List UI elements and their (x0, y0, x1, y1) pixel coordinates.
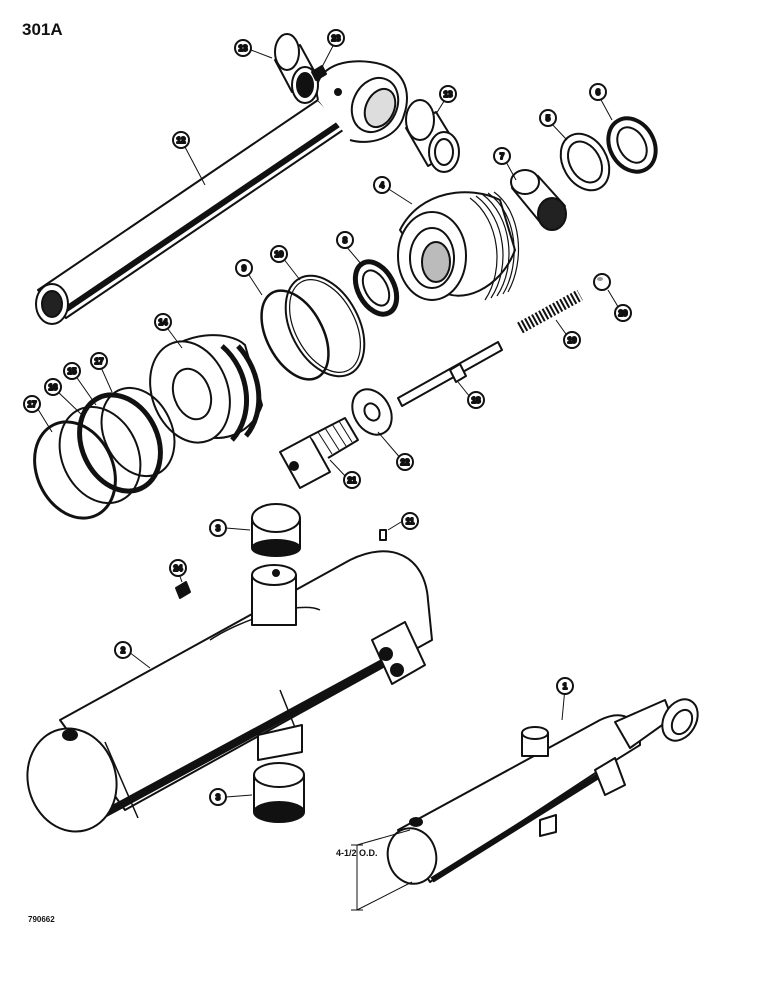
callout-11: 11 (401, 512, 419, 530)
callout-1: 1 (556, 677, 574, 695)
svg-text:24: 24 (174, 564, 183, 573)
svg-text:1: 1 (563, 682, 568, 691)
callout-5: 5 (539, 109, 557, 127)
callout-8: 8 (336, 231, 354, 249)
bushing (253, 762, 305, 823)
piston-seal-set (33, 386, 176, 520)
callout-18: 18 (467, 391, 485, 409)
svg-text:5: 5 (546, 114, 551, 123)
callout-22: 22 (396, 453, 414, 471)
bushing (251, 503, 301, 557)
svg-text:15: 15 (68, 367, 77, 376)
callout-2: 2 (114, 641, 132, 659)
gland (397, 191, 519, 301)
svg-text:4: 4 (380, 181, 385, 190)
callout-6: 6 (589, 83, 607, 101)
bleeder-screw (379, 529, 387, 541)
grease-fitting (175, 581, 191, 599)
spring (517, 289, 583, 334)
wiper-seal (510, 169, 567, 231)
cylinder-barrel (26, 550, 433, 833)
svg-text:13: 13 (444, 90, 453, 99)
svg-text:2: 2 (121, 646, 126, 655)
od-dimension-line (351, 829, 413, 911)
callout-9: 9 (235, 259, 253, 277)
callout-14: 14 (154, 313, 172, 331)
back-up-ring (559, 132, 611, 192)
callout-7: 7 (493, 147, 511, 165)
od-dimension-label: 4-1/2 O.D. (336, 848, 378, 858)
svg-text:22: 22 (401, 458, 410, 467)
bushing (274, 33, 319, 104)
svg-text:11: 11 (406, 517, 415, 526)
svg-text:20: 20 (619, 309, 628, 318)
callout-21: 21 (343, 471, 361, 489)
callout-13: 13 (439, 85, 457, 103)
svg-text:23: 23 (332, 34, 341, 43)
grease-fitting (311, 65, 327, 81)
callout-12: 12 (172, 131, 190, 149)
svg-text:12: 12 (177, 136, 186, 145)
washer (351, 388, 393, 436)
svg-text:3: 3 (216, 793, 221, 802)
svg-text:3: 3 (216, 524, 221, 533)
svg-text:18: 18 (472, 396, 481, 405)
callout-24: 24 (169, 559, 187, 577)
svg-text:9: 9 (242, 264, 247, 273)
callout-19: 19 (563, 331, 581, 349)
check-ball (593, 273, 611, 291)
svg-text:21: 21 (348, 476, 357, 485)
svg-text:17: 17 (28, 400, 37, 409)
callout-4: 4 (373, 176, 391, 194)
callout-20: 20 (614, 304, 632, 322)
callout-13: 13 (234, 39, 252, 57)
o-ring (260, 289, 330, 381)
callout-10: 10 (270, 245, 288, 263)
cylinder-assembly (386, 698, 699, 885)
page-id: 301A (22, 20, 63, 39)
svg-text:14: 14 (159, 318, 168, 327)
back-up-ring (284, 274, 366, 378)
plug (279, 417, 359, 489)
callout-bubbles: 13 23 13 12 6 5 7 4 8 10 9 14 20 19 18 1… (23, 29, 632, 806)
svg-text:10: 10 (275, 250, 284, 259)
svg-text:19: 19 (568, 336, 577, 345)
callout-15: 15 (63, 362, 81, 380)
callout-3: 3 (209, 519, 227, 537)
callout-23: 23 (327, 29, 345, 47)
svg-text:16: 16 (49, 383, 58, 392)
callout-17: 17 (90, 352, 108, 370)
svg-text:7: 7 (500, 152, 505, 161)
seal (606, 116, 658, 174)
valve-stem (397, 341, 503, 407)
svg-text:8: 8 (343, 236, 348, 245)
seal (352, 259, 400, 317)
piston (149, 334, 263, 444)
svg-text:13: 13 (239, 44, 248, 53)
bushing (405, 99, 460, 173)
callout-17: 17 (23, 395, 41, 413)
callout-3: 3 (209, 788, 227, 806)
callout-16: 16 (44, 378, 62, 396)
piston-rod (35, 60, 408, 325)
drawing-number: 790662 (28, 915, 55, 924)
svg-text:6: 6 (596, 88, 601, 97)
svg-text:17: 17 (95, 357, 104, 366)
